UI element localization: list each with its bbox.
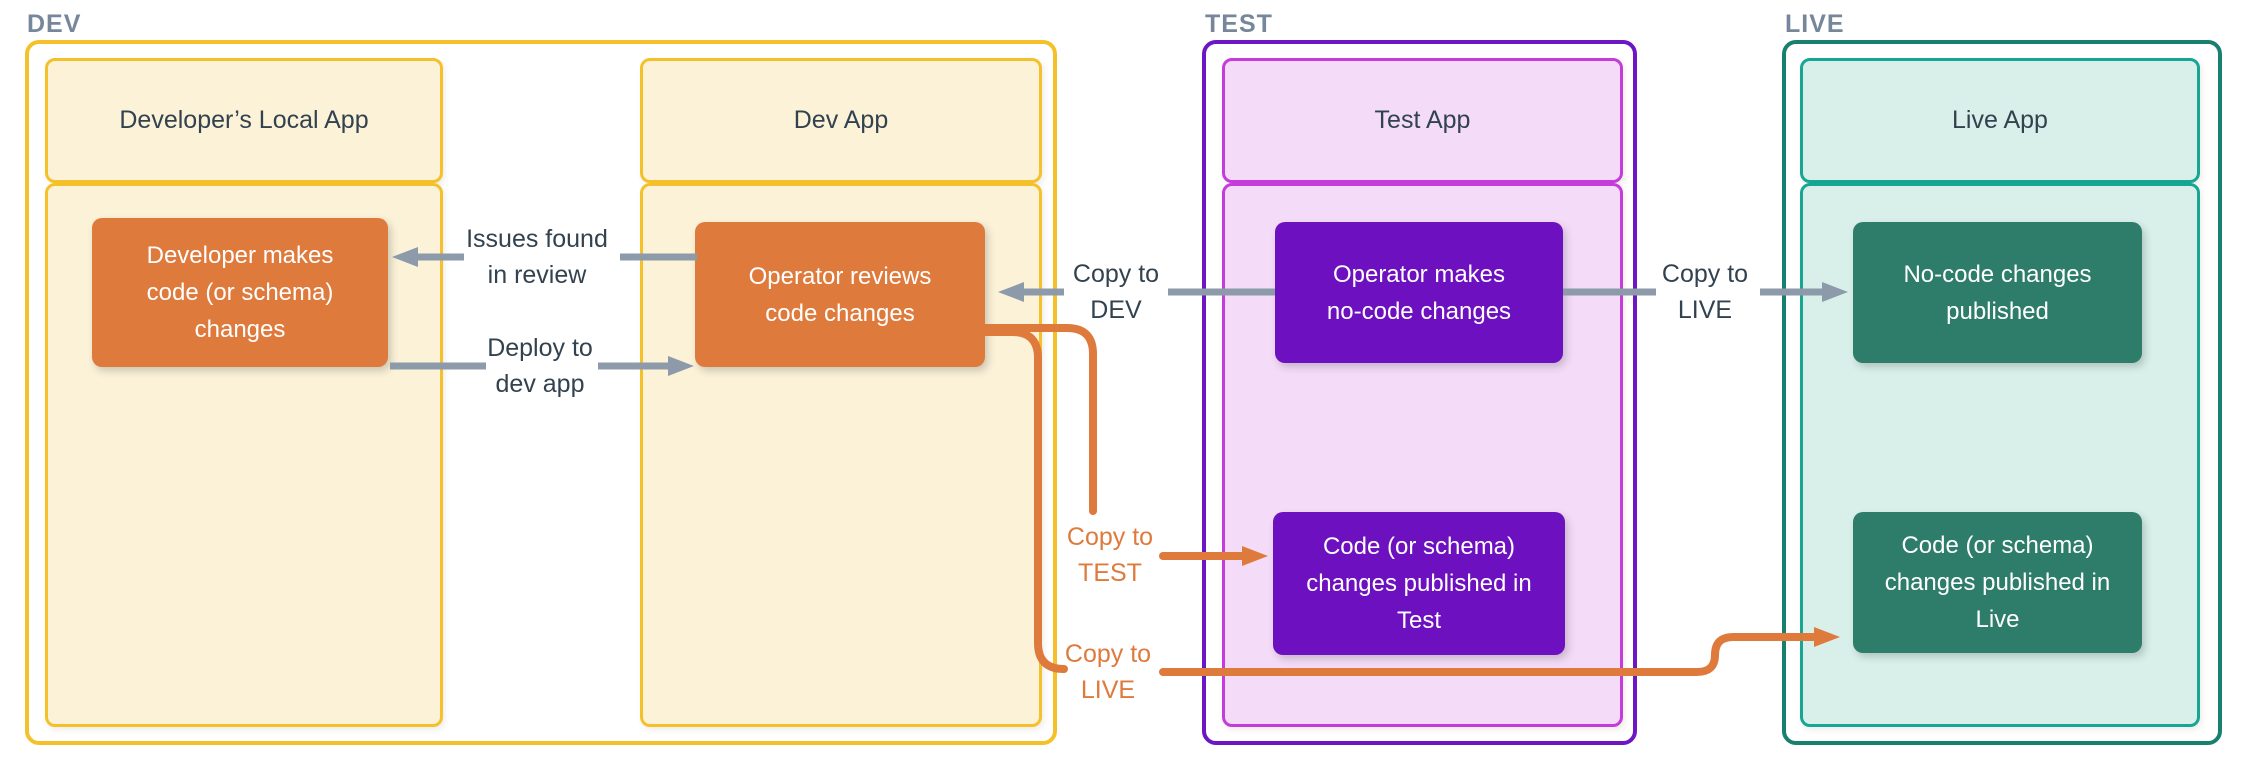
section-label-test: TEST: [1205, 10, 1273, 38]
node-text-line: changes published in: [1306, 570, 1532, 597]
node-changes-published-live: Code (or schema) changes published in Li…: [1853, 512, 2142, 653]
arrow-label-copy-to-dev: Copy to DEV: [1031, 256, 1201, 328]
node-operator-makes-nocode: Operator makes no-code changes: [1275, 222, 1563, 363]
arrow-label-copy-to-live-bottom: Copy to LIVE: [1023, 636, 1193, 708]
app-header-test-app: Test App: [1222, 58, 1623, 183]
app-title-developers-local: Developer’s Local App: [119, 106, 369, 134]
arrow-label-line: in review: [487, 261, 587, 289]
arrow-label-line: LIVE: [1080, 676, 1136, 704]
arrow-label-line: Copy to: [1066, 523, 1154, 551]
app-title-test-app: Test App: [1374, 106, 1471, 134]
arrow-label-issues-found-in-review: Issues found in review: [452, 221, 622, 293]
app-header-live-app: Live App: [1800, 58, 2200, 183]
section-label-live: LIVE: [1785, 10, 1845, 38]
node-text-line: changes: [194, 316, 286, 343]
arrow-label-copy-to-test: Copy to TEST: [1025, 519, 1195, 591]
app-dev-app: Dev App: [640, 58, 1042, 727]
node-text-line: Code (or schema): [1322, 533, 1516, 560]
node-operator-reviews-code: Operator reviews code changes: [695, 222, 985, 367]
arrow-label-line: Copy to: [1064, 640, 1152, 668]
arrow-label-line: Issues found: [466, 225, 608, 253]
arrow-label-line: TEST: [1078, 559, 1142, 587]
app-title-dev-app: Dev App: [793, 106, 889, 134]
node-text-line: published: [1946, 297, 2049, 325]
arrow-label-line: Deploy to: [487, 334, 593, 362]
arrow-label-line: DEV: [1090, 296, 1142, 324]
node-text-line: Live: [1975, 606, 2020, 633]
node-text-line: No-code changes: [1903, 260, 2092, 288]
node-text-line: Code (or schema): [1901, 532, 2094, 559]
node-text-line: Operator reviews: [748, 262, 932, 290]
node-changes-published-test: Code (or schema) changes published in Te…: [1273, 512, 1565, 655]
node-text-line: changes published in: [1884, 569, 2111, 596]
node-text-line: Developer makes: [146, 242, 334, 269]
app-title-live-app: Live App: [1952, 106, 2048, 134]
arrow-label-line: dev app: [495, 370, 585, 398]
app-developers-local-app: Developer’s Local App: [45, 58, 443, 727]
app-header-developers-local: Developer’s Local App: [45, 58, 443, 183]
node-text-line: Operator makes: [1332, 260, 1506, 288]
node-text-line: no-code changes: [1326, 297, 1512, 325]
node-text-line: Test: [1396, 607, 1441, 634]
node-nocode-changes-published: No-code changes published: [1853, 222, 2142, 363]
node-text-line: code changes: [765, 299, 915, 327]
arrow-label-deploy-to-dev-app: Deploy to dev app: [455, 330, 625, 402]
node-text-line: code (or schema): [146, 279, 334, 306]
arrow-label-line: LIVE: [1677, 296, 1733, 324]
node-developer-makes-changes: Developer makes code (or schema) changes: [92, 218, 388, 367]
app-header-dev-app: Dev App: [640, 58, 1042, 183]
arrow-label-line: Copy to: [1072, 260, 1160, 288]
arrow-label-copy-to-live-top: Copy to LIVE: [1620, 256, 1790, 328]
arrow-label-line: Copy to: [1661, 260, 1749, 288]
section-label-dev: DEV: [27, 10, 82, 38]
